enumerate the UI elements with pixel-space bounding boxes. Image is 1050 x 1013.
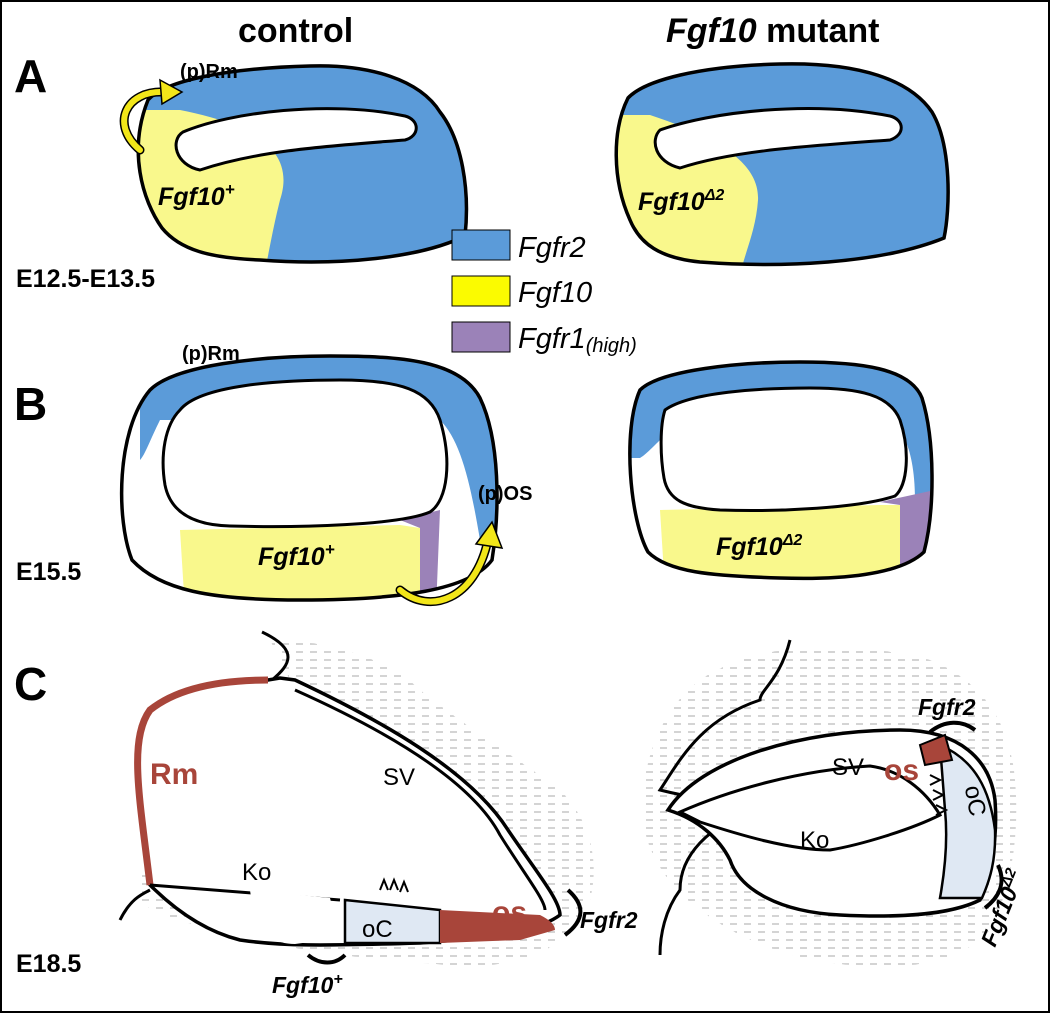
duct-b-control: [119, 354, 499, 602]
duct-b-mutant: [628, 360, 934, 581]
label-sv-control: SV: [383, 764, 415, 791]
curved-arrow-rm: [119, 78, 184, 155]
label-oc-control: oC: [362, 916, 393, 943]
legend-swatch-fgf10: [451, 275, 511, 307]
legend-label-fgf10: Fgf10: [518, 277, 592, 309]
brace-fgfr2-mutant: [928, 720, 977, 734]
curved-arrow-os: [395, 520, 504, 607]
legend: Fgfr2 Fgf10 Fgfr1(high): [451, 229, 637, 357]
label-oc-mutant: oC: [959, 783, 991, 818]
stage-label-b: E15.5: [16, 558, 81, 586]
column-header-control: control: [238, 12, 353, 50]
brace-fgf10-mutant: [983, 864, 1004, 910]
panel-letter-b: B: [14, 378, 47, 430]
label-ko-mutant: Ko: [800, 827, 829, 854]
label-ko-control: Ko: [242, 859, 271, 886]
stage-label-a: E12.5-E13.5: [16, 265, 155, 293]
duct-a-mutant: [614, 62, 950, 267]
panel-letter-a: A: [14, 50, 47, 102]
label-prm-a: (p)Rm: [180, 61, 238, 83]
label-pos-b: (p)OS: [478, 483, 532, 505]
cochlea-c-control: [118, 630, 562, 947]
label-fgfr2-mutant: Fgfr2: [918, 694, 976, 720]
gene-label-fgf10-mut-b: Fgf10Δ2: [716, 532, 802, 561]
label-prm-b: (p)Rm: [182, 343, 240, 365]
gene-label-fgf10-plus-b: Fgf10+: [258, 540, 335, 571]
label-os-mutant: os: [884, 754, 919, 787]
panel-letter-c: C: [14, 658, 47, 710]
gene-label-fgf10-plus-a: Fgf10+: [158, 180, 235, 211]
label-rm: Rm: [150, 758, 198, 791]
brace-fgf10-control: [306, 953, 347, 965]
label-fgf10-plus-c: Fgf10+: [272, 971, 343, 998]
brace-fgfr2-control: [563, 888, 583, 937]
stage-label-c: E18.5: [16, 950, 81, 978]
legend-label-fgfr1: Fgfr1(high): [518, 323, 637, 357]
label-fgfr2-control: Fgfr2: [580, 907, 638, 933]
legend-swatch-fgfr2: [451, 229, 511, 261]
label-sv-mutant: SV: [832, 754, 864, 781]
gene-label-fgf10-mut-a: Fgf10Δ2: [638, 187, 724, 216]
legend-label-fgfr2: Fgfr2: [518, 232, 586, 264]
column-header-mutant: Fgf10 mutant: [666, 12, 879, 50]
label-os-control: os: [492, 896, 527, 929]
cochlea-c-mutant: [657, 639, 998, 956]
legend-swatch-fgfr1: [451, 321, 511, 353]
duct-a-control: [136, 64, 469, 264]
